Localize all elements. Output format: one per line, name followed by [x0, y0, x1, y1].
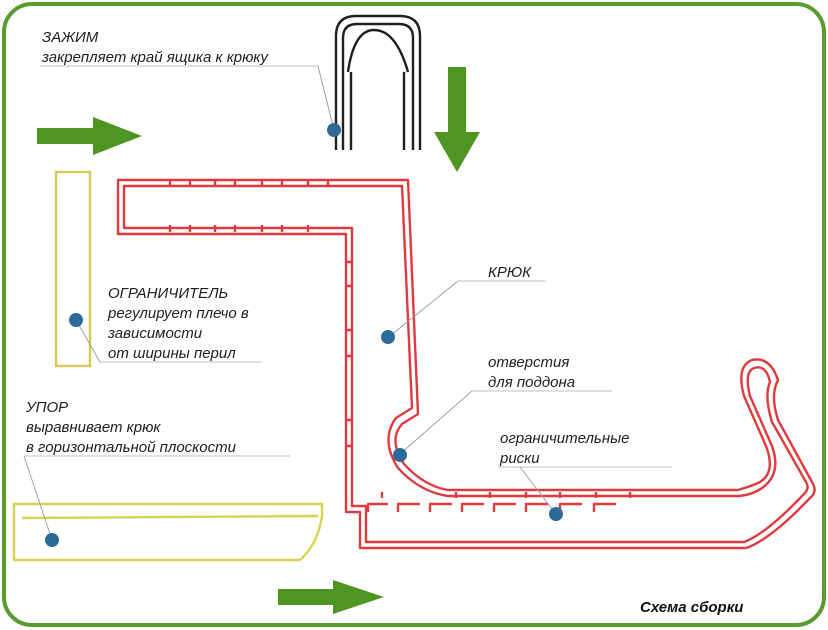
- marks-label-line-1: ограничительные: [500, 430, 629, 447]
- stop-title: УПОР: [25, 399, 68, 416]
- clamp-callout-dot: [327, 123, 341, 137]
- clamp-desc: закрепляет край ящика к крюку: [41, 49, 270, 66]
- limiter-desc-line-1: регулирует плечо в: [107, 305, 249, 322]
- limiter-callout-dot: [69, 313, 83, 327]
- clamp-leader: [317, 65, 335, 131]
- diagram-caption: Схема сборки: [640, 599, 743, 616]
- limiter-desc-line-3: от ширины перил: [108, 345, 236, 362]
- stop-desc-line-1: выравнивает крюк: [26, 419, 161, 436]
- holes-leader: [399, 390, 473, 455]
- marks-leader: [519, 466, 557, 515]
- stop-callout-dot: [45, 533, 59, 547]
- clamp-title: ЗАЖИМ: [42, 29, 99, 46]
- holes-label-line-2: для поддона: [488, 374, 575, 391]
- limiter-desc-line-2: зависимости: [107, 325, 203, 342]
- limiter-leader: [75, 319, 101, 363]
- hook-leader: [389, 280, 459, 337]
- marks-callout-dot: [549, 507, 563, 521]
- arrow-down-icon: [434, 67, 480, 172]
- stop-desc-line-2: в горизонтальной плоскости: [26, 439, 237, 456]
- holes-callout-dot: [393, 448, 407, 462]
- hook-title: КРЮК: [488, 264, 532, 281]
- arrow-right-icon: [37, 117, 142, 155]
- limiter-part: [54, 170, 92, 368]
- clamp-part: [334, 14, 422, 150]
- limiter-title: ОГРАНИЧИТЕЛЬ: [108, 285, 228, 302]
- stop-leader: [23, 455, 53, 541]
- stop-part: [12, 502, 324, 562]
- arrow-right-icon: [278, 580, 384, 614]
- hook-part: [116, 178, 816, 550]
- holes-label-line-1: отверстия: [488, 354, 569, 371]
- hook-callout-dot: [381, 330, 395, 344]
- marks-label-line-2: риски: [499, 450, 540, 467]
